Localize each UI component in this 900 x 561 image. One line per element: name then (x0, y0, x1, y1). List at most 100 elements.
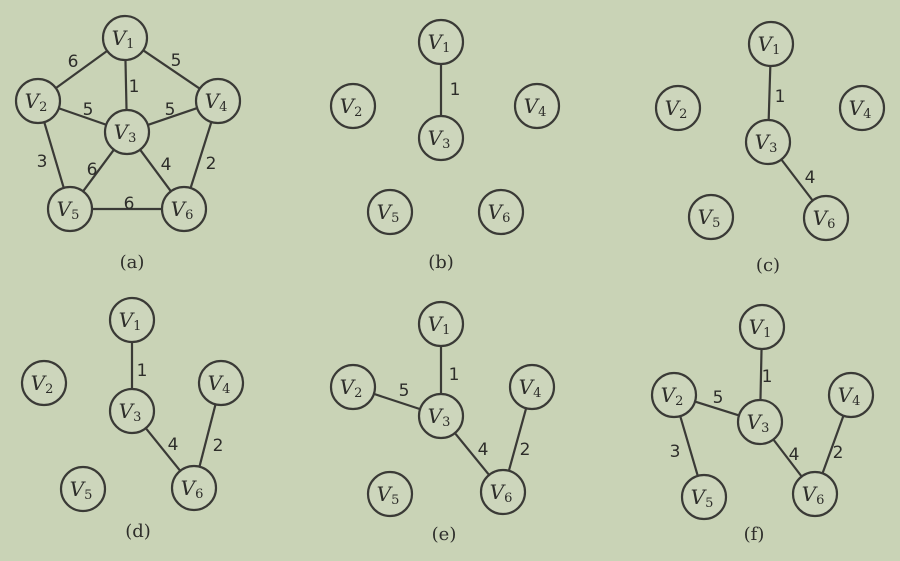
vertex-circle (687, 193, 735, 241)
vertex-v4: V4 (827, 371, 875, 419)
vertex-circle (417, 18, 465, 66)
vertex-label: V4 (208, 371, 231, 397)
vertex-label: V5 (377, 482, 400, 508)
vertex-subscript: 3 (761, 421, 769, 436)
vertex-circle (101, 14, 149, 62)
vertex-label: V6 (490, 480, 513, 506)
vertex-circle (46, 185, 94, 233)
vertex-label: V1 (428, 30, 451, 56)
vertex-subscript: 1 (772, 43, 780, 58)
edge-weight-label: 6 (87, 160, 98, 180)
vertex-subscript: 4 (533, 386, 541, 401)
vertex-circle (738, 303, 786, 351)
vertex-v3: V3 (103, 108, 151, 156)
vertex-subscript: 2 (354, 386, 362, 401)
vertex-label: V3 (755, 130, 778, 156)
vertex-letter: V (519, 375, 536, 399)
vertex-subscript: 6 (195, 487, 203, 502)
vertex-subscript: 6 (827, 217, 835, 232)
vertex-subscript: 1 (126, 37, 134, 52)
vertex-letter: V (340, 375, 357, 399)
vertex-circle (160, 185, 208, 233)
vertex-v6: V6 (477, 188, 525, 236)
panel-caption: (d) (125, 521, 151, 542)
vertex-label: V5 (698, 205, 721, 231)
vertex-v3: V3 (108, 387, 156, 435)
edge-v3-v5 (82, 149, 115, 192)
vertex-circle (417, 114, 465, 162)
vertex-circle (366, 470, 414, 518)
vertex-circle (680, 473, 728, 521)
vertex-letter: V (524, 94, 541, 118)
vertex-v3: V3 (736, 398, 784, 446)
edge-weight-label: 5 (171, 51, 182, 71)
edge-v2-v3 (694, 400, 740, 417)
vertex-label: V3 (747, 410, 770, 436)
vertex-label: V2 (25, 89, 48, 115)
vertex-label: V3 (428, 404, 451, 430)
vertex-v2: V2 (650, 371, 698, 419)
vertex-label: V5 (691, 485, 714, 511)
vertex-label: V6 (488, 200, 511, 226)
vertex-v1: V1 (747, 20, 795, 68)
vertex-v3: V3 (417, 114, 465, 162)
edge-v1-v4 (142, 49, 201, 90)
vertex-subscript: 6 (816, 493, 824, 508)
edge-weight-label: 6 (68, 52, 79, 72)
vertex-letter: V (691, 485, 708, 509)
vertex-letter: V (802, 482, 819, 506)
vertex-label: V5 (57, 197, 80, 223)
vertex-v5: V5 (59, 465, 107, 513)
vertex-subscript: 2 (45, 382, 53, 397)
vertex-label: V3 (119, 399, 142, 425)
edge-weight-label: 4 (478, 440, 489, 460)
vertex-circle (103, 108, 151, 156)
edge-v3-v6 (139, 149, 172, 192)
vertex-label: V2 (665, 96, 688, 122)
edge-v3-v6 (454, 432, 490, 476)
vertex-subscript: 4 (219, 100, 227, 115)
vertex-letter: V (340, 94, 357, 118)
vertex-v3: V3 (744, 118, 792, 166)
vertex-label: V6 (802, 482, 825, 508)
vertex-label: V3 (428, 126, 451, 152)
vertex-subscript: 6 (502, 211, 510, 226)
vertex-letter: V (205, 89, 222, 113)
vertex-circle (108, 296, 156, 344)
edge-weight-label: 4 (805, 168, 816, 188)
vertex-label: V4 (519, 375, 542, 401)
vertex-circle (479, 468, 527, 516)
vertex-subscript: 1 (442, 323, 450, 338)
vertex-circle (417, 300, 465, 348)
vertex-v2: V2 (329, 363, 377, 411)
panel-caption: (c) (756, 255, 780, 276)
vertex-v1: V1 (108, 296, 156, 344)
vertex-v4: V4 (197, 359, 245, 407)
vertex-label: V1 (119, 308, 142, 334)
vertex-v6: V6 (170, 464, 218, 512)
vertex-v4: V4 (513, 82, 561, 130)
edge-v2-v5 (679, 415, 699, 477)
vertex-v5: V5 (46, 185, 94, 233)
vertex-circle (736, 398, 784, 446)
vertex-circle (14, 77, 62, 125)
vertex-v6: V6 (791, 470, 839, 518)
edge-v4-v6 (198, 404, 217, 467)
vertex-v3: V3 (417, 392, 465, 440)
edge-v3-v6 (772, 438, 803, 478)
vertex-letter: V (661, 383, 678, 407)
vertex-circle (791, 470, 839, 518)
vertex-v2: V2 (329, 82, 377, 130)
vertex-label: V5 (377, 200, 400, 226)
vertex-label: V4 (838, 383, 861, 409)
vertex-subscript: 3 (133, 410, 141, 425)
edge-weight-label: 1 (137, 361, 148, 381)
edge-v1-v2 (55, 50, 108, 89)
vertex-subscript: 2 (39, 100, 47, 115)
vertex-v5: V5 (687, 193, 735, 241)
edge-v3-v6 (144, 427, 182, 472)
vertex-circle (802, 194, 850, 242)
